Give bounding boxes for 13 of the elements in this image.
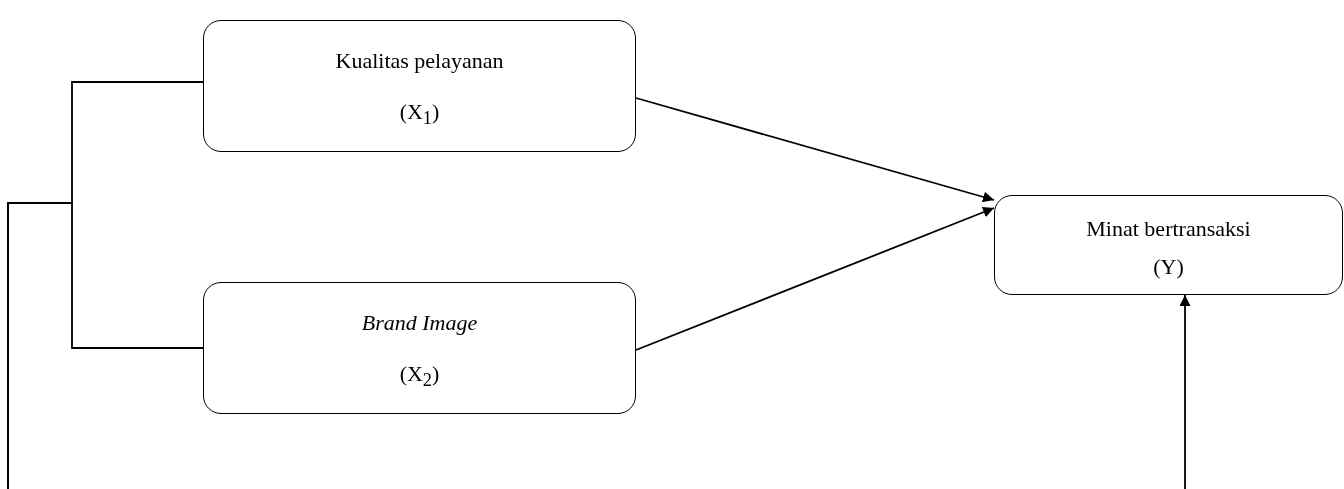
variable-symbol: (X$_{2}$) [399,361,440,393]
connector-line [7,202,204,489]
variable-name: Brand Image [361,309,478,336]
arrow [1179,294,1191,489]
variable-name: Minat bertransaksi [1086,215,1251,243]
variable-symbol: (Y) [1153,253,1184,281]
arrow [635,206,995,351]
variable-symbol: (X$_{1}$) [399,99,440,131]
variable-box [203,282,636,414]
arrow [635,97,995,203]
variable-name: Kualitas pelayanan [335,47,504,74]
variable-box [994,195,1343,295]
variable-box [203,20,636,152]
